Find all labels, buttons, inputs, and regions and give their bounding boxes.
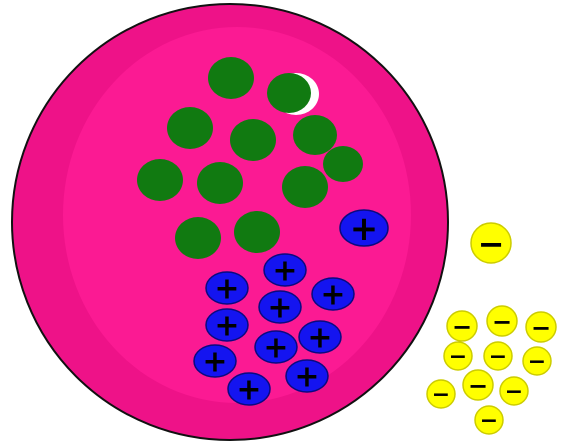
negative-particle-sign: − <box>468 372 488 400</box>
positive-particle-body <box>285 359 329 393</box>
negative-particle: − <box>499 376 529 406</box>
positive-particle-sign: + <box>236 373 261 408</box>
positive-particle-sign: + <box>214 309 239 344</box>
negative-particle: − <box>462 369 494 401</box>
negative-particle-body <box>462 369 494 401</box>
negative-particle-body <box>525 311 557 343</box>
positive-particle-body <box>263 253 307 287</box>
neutral-particle <box>137 159 183 201</box>
neutral-particle-group <box>137 57 363 259</box>
positive-particle: + <box>311 277 355 313</box>
negative-particle-sign: − <box>528 350 546 375</box>
negative-particle: − <box>474 405 504 435</box>
neutral-particle <box>323 146 363 182</box>
positive-particle-body <box>205 308 249 342</box>
negative-particle-sign: − <box>452 313 472 341</box>
neutral-particle <box>267 73 311 113</box>
positive-particle: + <box>263 253 307 289</box>
positive-particle-sign: + <box>263 331 288 366</box>
positive-particle-body <box>311 277 355 311</box>
positive-particle-sign: + <box>350 209 379 249</box>
negative-particle: − <box>486 305 518 337</box>
positive-particle-sign: + <box>202 345 227 380</box>
positive-particle: + <box>339 209 389 249</box>
negative-particle-sign: − <box>492 308 512 336</box>
negative-particle-sign: − <box>480 409 498 434</box>
neutral-particle <box>197 162 243 204</box>
negative-particle-body <box>446 310 478 342</box>
positive-particle-sign: + <box>214 272 239 307</box>
positive-particle-body <box>205 271 249 305</box>
positive-particle-sign: + <box>320 278 345 313</box>
negative-particle: − <box>522 346 552 376</box>
negative-particle-sign: − <box>489 345 507 370</box>
positive-particle-body <box>258 290 302 324</box>
positive-particle-body <box>339 209 389 247</box>
negative-particle: − <box>443 341 473 371</box>
positive-particle: + <box>254 330 298 366</box>
negative-particle-sign: − <box>531 314 551 342</box>
positive-particle-body <box>254 330 298 364</box>
negative-particle: − <box>525 311 557 343</box>
positive-particle-sign: + <box>272 254 297 289</box>
positive-particle: + <box>193 344 237 380</box>
neutral-particle <box>175 217 221 259</box>
positive-particle: + <box>227 372 271 408</box>
neutral-particle <box>293 115 337 155</box>
positive-particle-sign: + <box>307 321 332 356</box>
positive-particle: + <box>205 271 249 307</box>
neutral-particle <box>208 57 254 99</box>
neutral-particle <box>234 211 280 253</box>
negative-particle-body <box>486 305 518 337</box>
positive-particle-sign: + <box>294 360 319 395</box>
negative-particle-body <box>499 376 529 406</box>
neutral-particle <box>167 107 213 149</box>
positive-particle-group: +++++++++++ <box>193 209 389 408</box>
negative-particle-body <box>483 341 513 371</box>
negative-particle: − <box>483 341 513 371</box>
neutral-particle <box>282 166 328 208</box>
positive-particle-body <box>227 372 271 406</box>
negative-particle-group: −−−−−−−−−−− <box>426 222 557 435</box>
negative-particle-body <box>522 346 552 376</box>
positive-particle: + <box>285 359 329 395</box>
negative-particle: − <box>446 310 478 342</box>
negative-particle-body <box>426 379 456 409</box>
negative-particle-sign: − <box>432 383 450 408</box>
positive-particle-sign: + <box>267 291 292 326</box>
negative-particle-body <box>470 222 512 264</box>
positive-particle: + <box>205 308 249 344</box>
positive-particle: + <box>258 290 302 326</box>
negative-particle-sign: − <box>478 225 505 263</box>
positive-particle: + <box>298 320 342 356</box>
negative-particle: − <box>426 379 456 409</box>
positive-particle-body <box>298 320 342 354</box>
negative-particle: − <box>470 222 512 264</box>
neutral-particle <box>230 119 276 161</box>
positive-particle-body <box>193 344 237 378</box>
negative-particle-body <box>474 405 504 435</box>
negative-particle-body <box>443 341 473 371</box>
negative-particle-sign: − <box>505 380 523 405</box>
negative-particle-sign: − <box>449 345 467 370</box>
